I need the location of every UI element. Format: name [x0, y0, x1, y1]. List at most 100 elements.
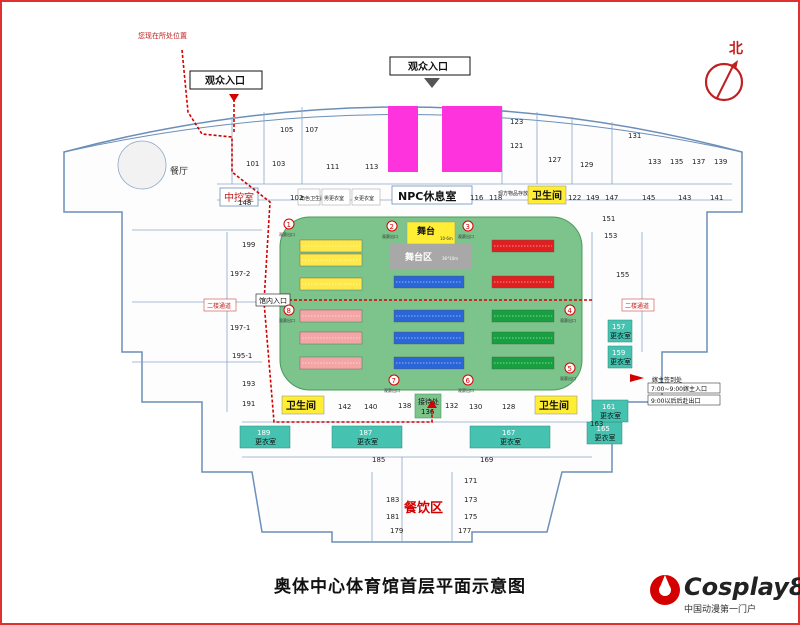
route-arrow-left: [229, 94, 239, 102]
zone-marker-2[interactable]: [386, 220, 398, 232]
stair-left[interactable]: [203, 298, 237, 312]
dressing-room-number: 189: [257, 429, 270, 437]
zone-marker-8[interactable]: [283, 304, 295, 316]
room-number: 145: [642, 194, 655, 202]
north-compass: 北: [704, 41, 744, 102]
zone-marker-caption: 观赛出口: [279, 231, 295, 237]
room-number: 133: [648, 158, 661, 166]
room-number: 143: [678, 194, 691, 202]
room-number: 151: [602, 215, 615, 223]
room-number: 193: [242, 380, 255, 388]
route-arrow-end: [427, 400, 437, 408]
zone-marker-caption: 观赛出口: [382, 233, 398, 239]
npc-lounge[interactable]: [391, 185, 473, 205]
zone-marker-number: 3: [466, 223, 470, 231]
audience-entrance-top[interactable]: [389, 56, 471, 76]
restroom-bottom-left[interactable]: [281, 395, 325, 415]
dressing-room-187[interactable]: [331, 425, 403, 449]
seat-block[interactable]: [491, 331, 555, 345]
room-number: 138: [398, 402, 411, 410]
stair-right[interactable]: [621, 298, 655, 312]
lost-found-label: 现方物品存放室: [498, 190, 533, 197]
dressing-room-159[interactable]: [607, 345, 633, 369]
magenta-block-right: [442, 106, 502, 172]
seat-block[interactable]: [491, 309, 555, 323]
zone-marker-6[interactable]: [462, 374, 474, 386]
seat-block[interactable]: [299, 331, 363, 345]
room-number: 103: [272, 160, 285, 168]
logo-name: Cosplay8: [684, 573, 800, 601]
room-number: 183: [386, 496, 399, 504]
entry-arrow-top: [424, 78, 440, 88]
restroom-bottom-right-label: 卫生间: [539, 399, 569, 412]
seat-block[interactable]: [299, 253, 363, 267]
restroom-top-right[interactable]: [527, 185, 567, 205]
stage-dim: 10·6m: [440, 236, 453, 241]
room-number: 127: [548, 156, 561, 164]
room-number: 175: [464, 513, 477, 521]
exit-info-box-2: [647, 394, 721, 406]
stair-left-label: 二楼通道: [207, 302, 231, 310]
dressing-room-label: 更衣室: [500, 437, 521, 446]
seat-block[interactable]: [491, 275, 555, 289]
room-number: 171: [464, 477, 477, 485]
logo[interactable]: Cosplay8 中国动漫第一门户: [646, 571, 800, 619]
room-number: 177: [458, 527, 471, 535]
room-number: 129: [580, 161, 593, 169]
dining-label: 餐饮区: [403, 500, 443, 516]
audience-entrance-left[interactable]: [189, 70, 263, 90]
zone-marker-caption: 观赛出口: [560, 317, 576, 323]
zone-marker-caption: 观赛出口: [458, 233, 474, 239]
map-title: 奥体中心体育馆首层平面示意图: [274, 577, 526, 597]
seat-block[interactable]: [491, 356, 555, 370]
zone-marker-1[interactable]: [283, 218, 295, 230]
dressing-room-label: 更衣室: [610, 357, 631, 366]
zone-marker-number: 4: [568, 307, 573, 315]
room-number: 123: [510, 118, 523, 126]
zone-marker-number: 6: [466, 377, 471, 385]
backstage-label-1: 角色卫生间: [300, 195, 325, 202]
room-number: 121: [510, 142, 523, 150]
room-number: 148: [238, 199, 251, 207]
control-room[interactable]: [219, 187, 259, 207]
dressing-room-157[interactable]: [607, 319, 633, 343]
exit-info-box-1: [647, 382, 721, 394]
room-number: 181: [386, 513, 399, 521]
room-number: 197-2: [230, 270, 250, 278]
room-number: 173: [464, 496, 477, 504]
seat-block[interactable]: [299, 239, 363, 253]
dressing-room-167[interactable]: [469, 425, 551, 449]
round-feature: [117, 140, 167, 190]
room-number: 169: [480, 456, 493, 464]
reception[interactable]: [414, 393, 442, 419]
restroom-top-right-label: 卫生间: [532, 189, 562, 202]
stage-zone-dim: 36*10m: [442, 256, 458, 261]
restroom-bottom-right[interactable]: [534, 395, 578, 415]
exit-info-line1: 7:00~9:00嫁主入口: [651, 385, 707, 393]
zone-marker-7[interactable]: [388, 374, 400, 386]
zone-marker-4[interactable]: [564, 304, 576, 316]
dressing-room-number: 165: [597, 425, 610, 433]
dressing-room-189[interactable]: [239, 425, 291, 449]
dressing-room-161[interactable]: [591, 399, 629, 423]
zone-marker-3[interactable]: [462, 220, 474, 232]
seat-block[interactable]: [299, 277, 363, 291]
walls: [132, 107, 732, 542]
room-number: 185: [372, 456, 385, 464]
seat-block[interactable]: [491, 239, 555, 253]
dressing-rooms: 189更衣室187更衣室167更衣室165更衣室161更衣室157更衣室159更…: [239, 319, 633, 449]
room-number: 102: [290, 194, 303, 202]
zone-marker-5[interactable]: [564, 362, 576, 374]
room-number: 155: [616, 271, 629, 279]
room-number: 131: [628, 132, 641, 140]
dressing-room-label: 更衣室: [595, 433, 616, 442]
room-number: 128: [502, 403, 515, 411]
logo-icon: [650, 575, 680, 605]
room-number: 118: [489, 194, 502, 202]
seat-block[interactable]: [299, 309, 363, 323]
room-number: 101: [246, 160, 259, 168]
inner-entrance[interactable]: [255, 293, 291, 307]
seat-block[interactable]: [299, 356, 363, 370]
control-room-label: 中控室: [224, 191, 254, 204]
